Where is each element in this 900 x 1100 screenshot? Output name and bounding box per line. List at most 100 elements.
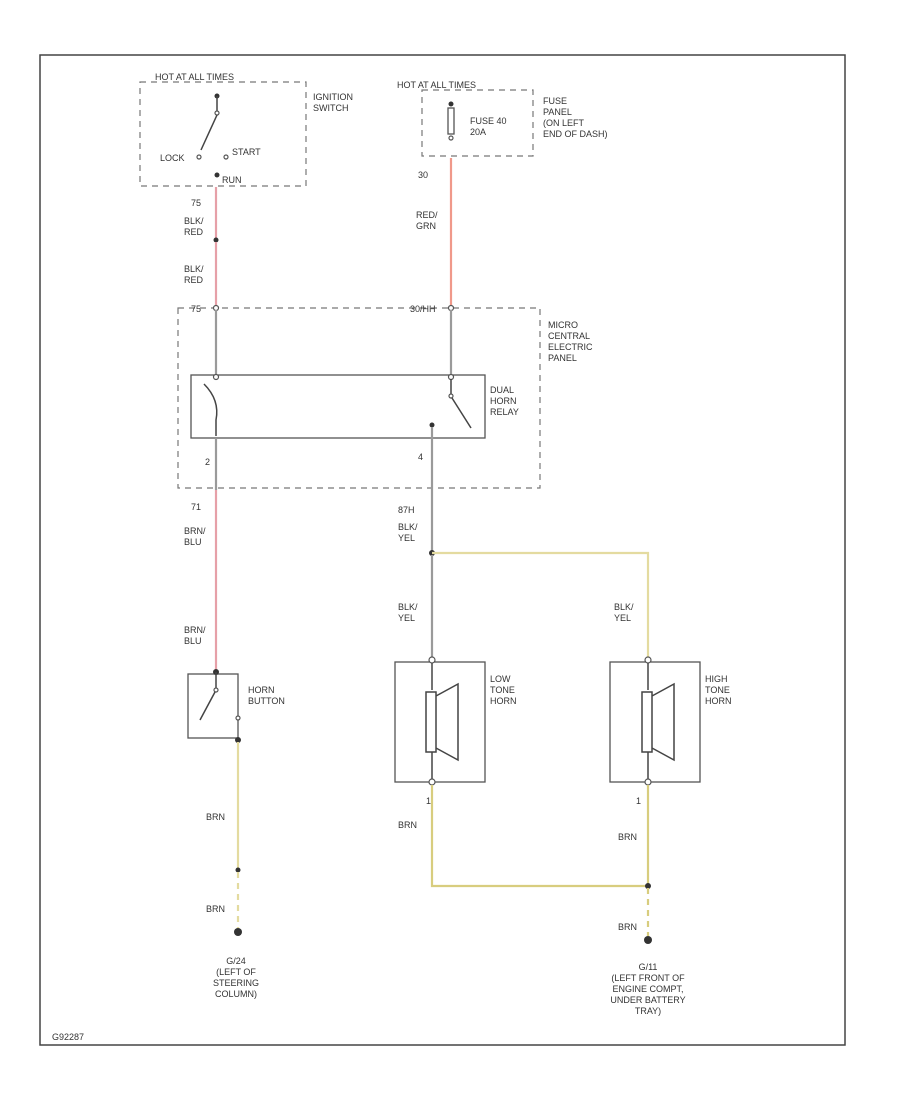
label-line: END OF DASH) <box>543 129 608 139</box>
connector-blk-red <box>213 237 219 243</box>
horn-button-pivot <box>213 687 219 693</box>
label-line: CENTRAL <box>548 331 590 341</box>
wire-label-red-grn: RED/GRN <box>416 210 438 231</box>
label-line: (LEFT FRONT OF <box>611 973 685 983</box>
relay-contact-blade <box>451 397 472 429</box>
wire-label-30: 30 <box>418 170 428 180</box>
ignition-switch-start-contact <box>223 154 229 160</box>
wire-label-blk-yel-1: BLK/YEL <box>398 522 418 543</box>
label-line: G/11 <box>639 962 658 972</box>
label-line: BUTTON <box>248 696 285 706</box>
label-line: GRN <box>416 221 436 231</box>
wire-label-blk-yel-2: BLK/YEL <box>398 602 418 623</box>
wire-low-horn-ground <box>430 785 648 888</box>
ground-splice-right <box>645 883 651 889</box>
label-line: HORN <box>248 685 275 695</box>
label-line: BLK/ <box>614 602 634 612</box>
wire-label-75: 75 <box>191 198 201 208</box>
ground-g11-symbol <box>644 936 652 944</box>
high-horn-top-pin <box>644 656 652 664</box>
relay-contact-pivot <box>448 393 454 399</box>
relay-contact-top-pin <box>447 373 455 381</box>
horn-button-contact <box>235 715 241 721</box>
relay-coil-top-pin <box>212 373 220 381</box>
pin-label-4: 4 <box>418 452 423 462</box>
label-line: TRAY) <box>635 1006 661 1016</box>
low-horn-box <box>394 661 486 783</box>
low-horn-top-pin <box>428 656 436 664</box>
label-line: MICRO <box>548 320 578 330</box>
panel-pin-30 <box>447 304 455 312</box>
relay-coil <box>203 383 218 436</box>
label-line: BLU <box>184 636 202 646</box>
low-horn-bottom-pin <box>428 778 436 786</box>
label-line: DUAL <box>490 385 514 395</box>
wire-splice-to-high-horn <box>432 551 650 660</box>
high-horn-box <box>609 661 701 783</box>
label-line: TONE <box>705 685 730 695</box>
wire-label-blk-red-2: BLK/RED <box>184 264 204 285</box>
label-line: YEL <box>614 613 631 623</box>
fuse-40 <box>447 107 455 135</box>
label-line: FUSE 40 <box>470 116 507 126</box>
pin-label-1-high: 1 <box>636 796 641 806</box>
label-line: IGNITION <box>313 92 353 102</box>
label-line: YEL <box>398 533 415 543</box>
wire-label-blk-red-1: BLK/RED <box>184 216 204 237</box>
label-line: RELAY <box>490 407 519 417</box>
ground-splice-left <box>235 867 241 873</box>
ignition-switch-blade <box>200 114 218 151</box>
horn-button-bottom-terminal <box>235 737 241 743</box>
label-line: PANEL <box>548 353 577 363</box>
high-horn-speaker-icon <box>641 682 675 762</box>
wire-label-brn-3: BRN <box>398 820 417 830</box>
label-line: SWITCH <box>313 103 349 113</box>
ignition-switch-run-label: RUN <box>222 175 242 185</box>
central-panel-box <box>177 307 541 489</box>
relay-box <box>190 374 486 439</box>
ignition-switch-pivot <box>214 110 220 116</box>
ignition-switch-header: HOT AT ALL TIMES <box>155 72 234 82</box>
label-line: G/24 <box>226 956 246 966</box>
label-line: BRN/ <box>184 625 206 635</box>
pin-label-1-low: 1 <box>426 796 431 806</box>
ignition-switch-run-contact <box>214 172 220 178</box>
pin-label-2: 2 <box>205 457 210 467</box>
fuse-output-terminal <box>448 135 454 141</box>
panel-pin-75 <box>212 304 220 312</box>
wire-label-71: 71 <box>191 502 201 512</box>
label-line: FUSE <box>543 96 567 106</box>
label-line: HIGH <box>705 674 728 684</box>
label-line: TONE <box>490 685 515 695</box>
pin-label-30-hh: 30/HH <box>410 304 436 314</box>
label-line: ENGINE COMPT, <box>612 984 683 994</box>
label-line: (LEFT OF <box>216 967 256 977</box>
label-line: RED/ <box>416 210 438 220</box>
ignition-switch-lock-contact <box>196 154 202 160</box>
label-line: COLUMN) <box>215 989 257 999</box>
diagram-frame <box>39 54 846 1046</box>
label-line: BLK/ <box>184 216 204 226</box>
label-line: RED <box>184 275 204 285</box>
low-horn-speaker-icon <box>425 682 459 762</box>
label-line: ELECTRIC <box>548 342 593 352</box>
relay-contact-output <box>429 422 435 428</box>
fuse-panel-box <box>421 89 534 157</box>
label-line: (ON LEFT <box>543 118 585 128</box>
ground-g24-symbol <box>234 928 242 936</box>
label-line: 20A <box>470 127 486 137</box>
figure-id: G92287 <box>52 1032 84 1042</box>
horn-button-box <box>187 673 239 739</box>
